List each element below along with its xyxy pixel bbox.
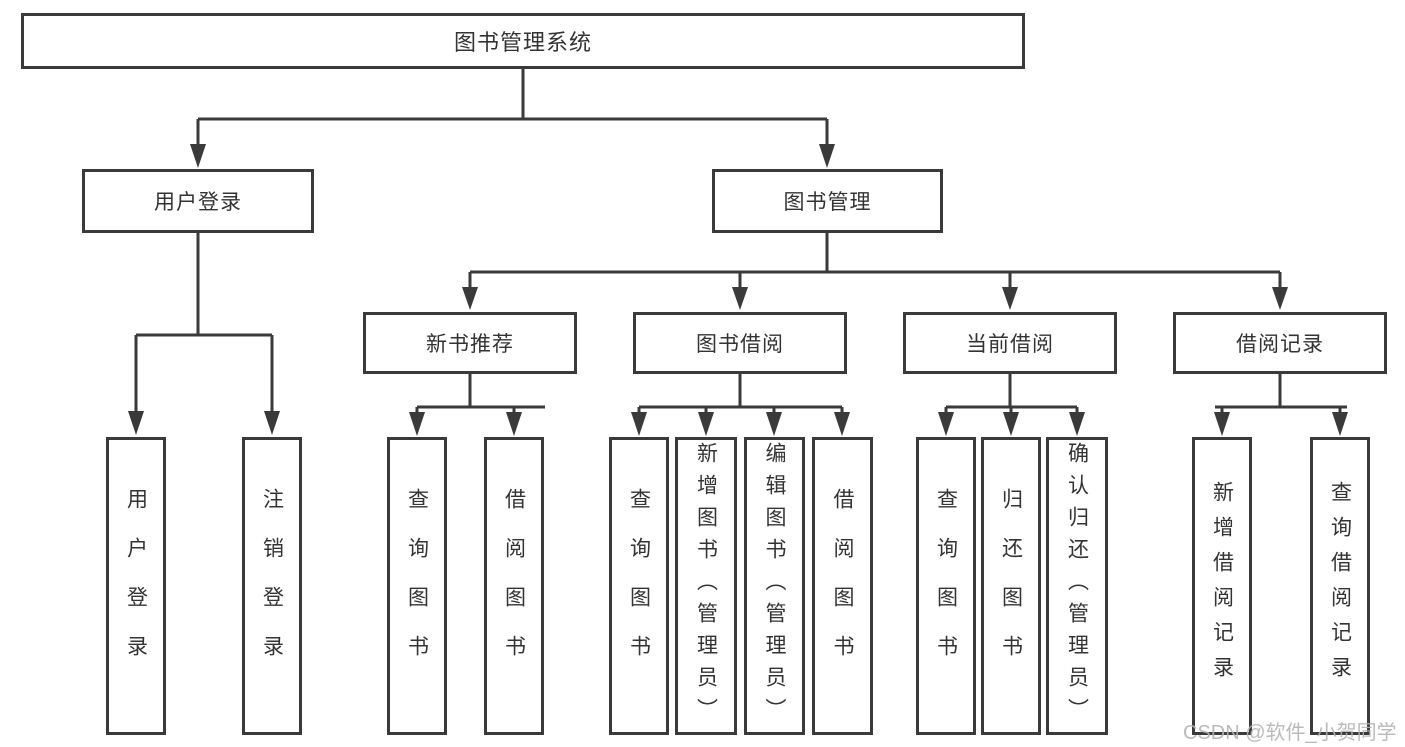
node-leaf-logout: 注销登录 — [242, 437, 302, 735]
node-current-borrow: 当前借阅 — [903, 312, 1117, 374]
node-leaf-query-borrow-record: 查询借阅记录 — [1310, 437, 1370, 735]
node-leaf-add-borrow-record-label: 新增借阅记录 — [1210, 481, 1234, 691]
node-book-management-label: 图书管理 — [783, 191, 872, 214]
node-leaf-query-books-current: 查询图书 — [916, 437, 976, 735]
node-leaf-confirm-return-admin-label: 确认归还（管理员） — [1065, 442, 1089, 730]
node-root: 图书管理系统 — [21, 13, 1025, 69]
node-leaf-borrow-books-recommend: 借阅图书 — [484, 437, 544, 735]
node-leaf-query-books-borrow-label: 查询图书 — [627, 488, 651, 684]
node-leaf-user-login: 用户登录 — [106, 437, 166, 735]
csdn-watermark: CSDN @软件_小贺同学 — [1183, 722, 1397, 744]
node-current-borrow-label: 当前借阅 — [966, 333, 1054, 356]
node-leaf-return-books-label: 归还图书 — [999, 488, 1023, 684]
node-leaf-borrow-books-label: 借阅图书 — [831, 488, 854, 684]
node-leaf-query-books-current-label: 查询图书 — [934, 488, 958, 684]
node-leaf-logout-label: 注销登录 — [260, 488, 284, 684]
node-leaf-edit-books-admin-label: 编辑图书（管理员） — [763, 442, 786, 730]
node-leaf-add-borrow-record: 新增借阅记录 — [1192, 437, 1252, 735]
node-leaf-query-borrow-record-label: 查询借阅记录 — [1328, 481, 1352, 691]
node-new-book-recommend-label: 新书推荐 — [426, 333, 514, 356]
node-book-management: 图书管理 — [712, 169, 943, 233]
node-leaf-user-login-label: 用户登录 — [124, 488, 148, 684]
node-leaf-query-books-recommend: 查询图书 — [387, 437, 447, 735]
node-borrow-records-label: 借阅记录 — [1236, 333, 1324, 356]
node-leaf-borrow-books-recommend-label: 借阅图书 — [502, 488, 526, 684]
node-borrow-records: 借阅记录 — [1173, 312, 1387, 374]
node-user-login-label: 用户登录 — [154, 191, 242, 214]
node-leaf-add-books-admin-label: 新增图书（管理员） — [694, 442, 718, 730]
node-leaf-add-books-admin: 新增图书（管理员） — [675, 437, 737, 735]
node-leaf-query-books-borrow: 查询图书 — [609, 437, 669, 735]
node-leaf-borrow-books: 借阅图书 — [812, 437, 873, 735]
node-user-login: 用户登录 — [82, 169, 314, 233]
node-leaf-query-books-recommend-label: 查询图书 — [405, 488, 429, 684]
node-root-label: 图书管理系统 — [453, 30, 592, 55]
node-leaf-edit-books-admin: 编辑图书（管理员） — [744, 437, 805, 735]
node-book-borrow: 图书借阅 — [633, 312, 847, 374]
node-book-borrow-label: 图书借阅 — [696, 333, 784, 356]
node-leaf-confirm-return-admin: 确认归还（管理员） — [1046, 437, 1108, 735]
node-leaf-return-books: 归还图书 — [981, 437, 1041, 735]
node-new-book-recommend: 新书推荐 — [363, 312, 577, 374]
